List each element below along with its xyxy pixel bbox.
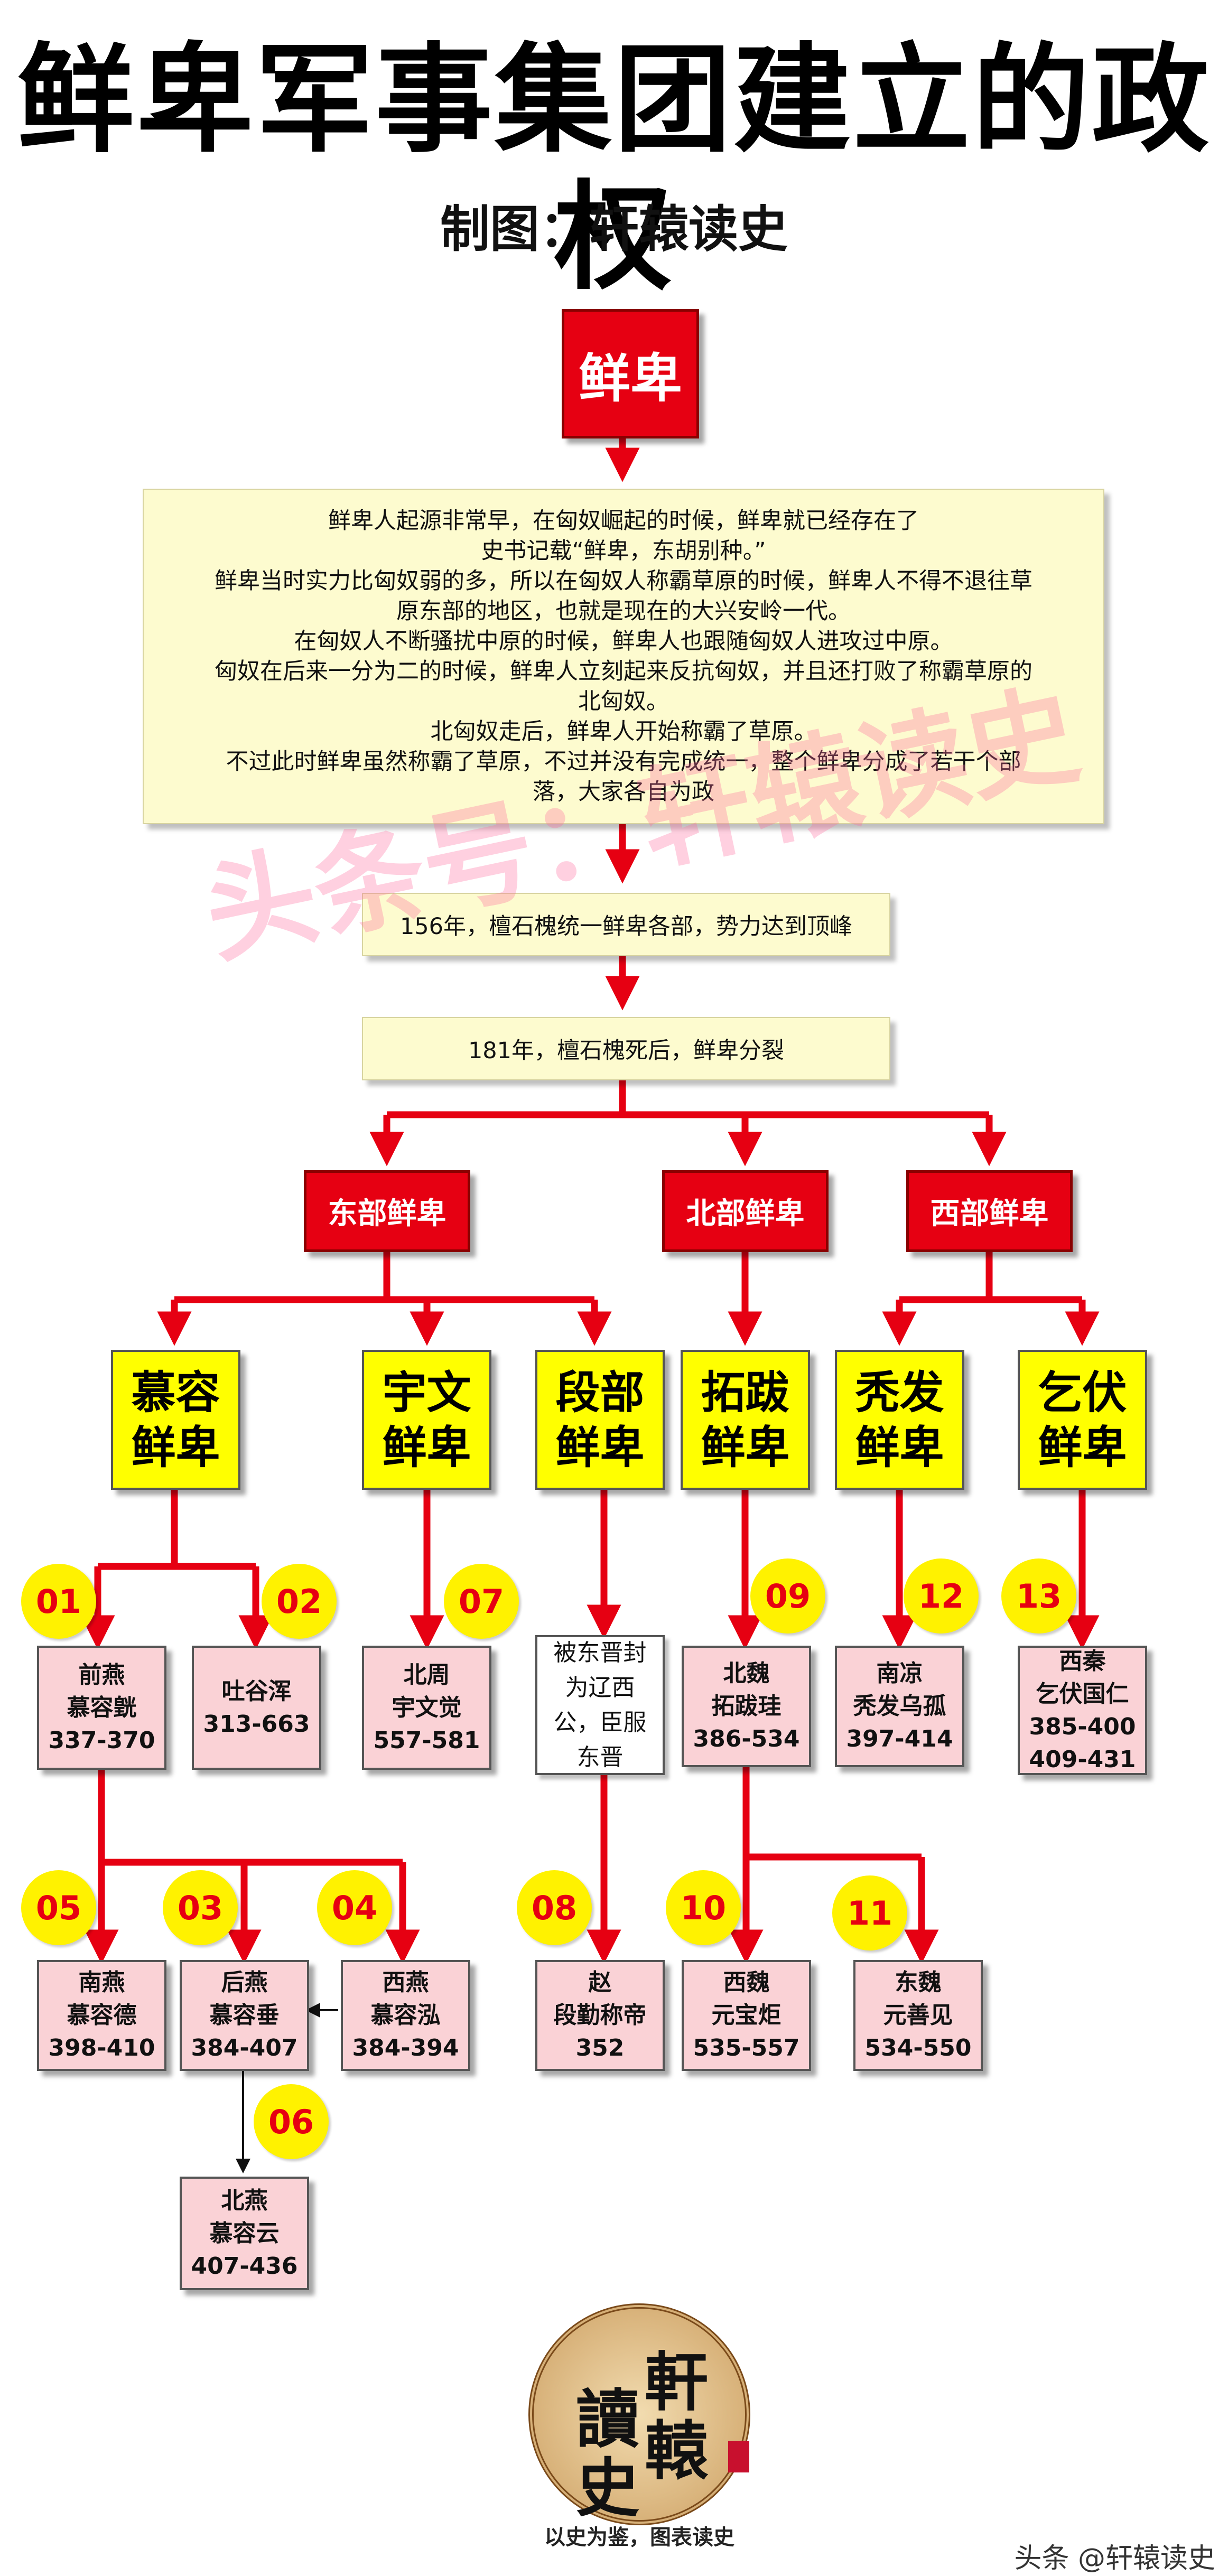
event-split: 181年，檀石槐死后，鲜卑分裂 — [362, 1017, 890, 1080]
event-split-text: 181年，檀石槐死后，鲜卑分裂 — [468, 1038, 785, 1064]
seal-stamp-mark — [728, 2441, 749, 2472]
seal-char-4: 轅 — [645, 2414, 708, 2488]
event-unify: 156年，檀石槐统一鲜卑各部，势力达到顶峰 — [362, 893, 890, 956]
tribe-tuoba: 拓跋 鲜卑 — [681, 1350, 810, 1490]
tribe-tufa: 秃发 鲜卑 — [835, 1350, 964, 1490]
state-12: 南凉 秃发乌孤 397-414 — [835, 1646, 964, 1767]
tribe-qifu-label: 乞伏 鲜卑 — [1038, 1366, 1127, 1473]
seal-char-2: 軒 — [645, 2345, 708, 2420]
badge-07: 07 — [444, 1564, 519, 1639]
badge-01: 01 — [21, 1564, 96, 1639]
state-12-label: 南凉 秃发乌孤 397-414 — [846, 1660, 953, 1752]
tribe-duanbu: 段部 鲜卑 — [535, 1350, 665, 1490]
root-node: 鲜卑 — [562, 309, 699, 438]
tribe-duanbu-label: 段部 鲜卑 — [555, 1366, 645, 1473]
division-north-label: 北部鲜卑 — [686, 1197, 805, 1231]
badge-03: 03 — [163, 1870, 238, 1945]
tribe-tufa-label: 秃发 鲜卑 — [855, 1366, 944, 1473]
state-01: 前燕 慕容皝 337-370 — [37, 1646, 166, 1770]
badge-09: 09 — [750, 1558, 825, 1634]
state-04-label: 西燕 慕容泓 384-394 — [352, 1969, 459, 2061]
state-08-label: 赵 段勤称帝 352 — [553, 1969, 647, 2061]
division-west-label: 西部鲜卑 — [930, 1197, 1049, 1231]
seal-char-1: 讀 — [576, 2382, 639, 2457]
tribe-murong: 慕容 鲜卑 — [111, 1350, 240, 1490]
tribe-tuoba-label: 拓跋 鲜卑 — [701, 1366, 790, 1473]
page-title: 鲜卑军事集团建立的政权 — [17, 32, 1211, 306]
badge-08: 08 — [517, 1870, 592, 1945]
state-05-label: 南燕 慕容德 398-410 — [48, 1969, 155, 2061]
state-13-label: 西秦 乞伏国仁 385-400 409-431 — [1029, 1647, 1136, 1773]
division-west: 西部鲜卑 — [906, 1170, 1073, 1252]
division-east-label: 东部鲜卑 — [328, 1197, 446, 1231]
tribe-yuwen: 宇文 鲜卑 — [362, 1350, 491, 1490]
state-07: 北周 宇文觉 557-581 — [362, 1646, 491, 1770]
page-subtitle: 制图：轩辕读史 — [440, 201, 788, 258]
state-08: 赵 段勤称帝 352 — [535, 1960, 665, 2071]
state-02: 吐谷浑 313-663 — [192, 1646, 321, 1770]
division-east: 东部鲜卑 — [304, 1170, 470, 1252]
tribe-qifu: 乞伏 鲜卑 — [1018, 1350, 1147, 1490]
tribe-murong-label: 慕容 鲜卑 — [131, 1366, 220, 1473]
state-04: 西燕 慕容泓 384-394 — [341, 1960, 470, 2071]
badge-12: 12 — [904, 1558, 979, 1634]
state-13: 西秦 乞伏国仁 385-400 409-431 — [1018, 1646, 1147, 1775]
state-05: 南燕 慕容德 398-410 — [37, 1960, 166, 2071]
state-02-label: 吐谷浑 313-663 — [203, 1677, 310, 1738]
description-text: 鲜卑人起源非常早，在匈奴崛起的时候，鲜卑就已经存在了 史书记载“鲜卑，东胡别种。… — [215, 507, 1032, 805]
root-label: 鲜卑 — [578, 348, 682, 409]
state-09-label: 北魏 拓跋珪 386-534 — [693, 1660, 800, 1752]
motto-text: 以史为鉴，图表读史 — [544, 2525, 734, 2550]
state-03-label: 后燕 慕容垂 384-407 — [191, 1969, 298, 2061]
division-north: 北部鲜卑 — [662, 1170, 829, 1252]
credit-text: 头条 @轩辕读史 — [1014, 2543, 1215, 2574]
state-11-label: 东魏 元善见 534-550 — [864, 1969, 972, 2061]
event-unify-text: 156年，檀石槐统一鲜卑各部，势力达到顶峰 — [399, 913, 853, 940]
badge-02: 02 — [262, 1564, 337, 1639]
badge-10: 10 — [666, 1870, 741, 1945]
seal-logo: 讀 軒 史 轅 — [528, 2303, 750, 2525]
state-09: 北魏 拓跋珪 386-534 — [682, 1646, 811, 1767]
state-10: 西魏 元宝炬 535-557 — [682, 1960, 811, 2071]
badge-13: 13 — [1001, 1558, 1076, 1634]
state-06: 北燕 慕容云 407-436 — [180, 2177, 309, 2290]
state-01-label: 前燕 慕容皝 337-370 — [48, 1661, 155, 1754]
state-07-label: 北周 宇文觉 557-581 — [373, 1661, 480, 1754]
badge-06: 06 — [254, 2084, 329, 2159]
state-11: 东魏 元善见 534-550 — [853, 1960, 983, 2071]
badge-05: 05 — [21, 1870, 96, 1945]
duanbu-note: 被东晋封 为辽西 公，臣服 东晋 — [535, 1635, 665, 1775]
state-06-label: 北燕 慕容云 407-436 — [191, 2187, 298, 2280]
state-03: 后燕 慕容垂 384-407 — [180, 1960, 309, 2071]
state-10-label: 西魏 元宝炬 535-557 — [693, 1969, 800, 2061]
seal-char-3: 史 — [576, 2451, 639, 2525]
description-box: 鲜卑人起源非常早，在匈奴崛起的时候，鲜卑就已经存在了 史书记载“鲜卑，东胡别种。… — [143, 489, 1104, 824]
badge-04: 04 — [317, 1870, 392, 1945]
badge-11: 11 — [832, 1875, 907, 1950]
duanbu-note-text: 被东晋封 为辽西 公，臣服 东晋 — [553, 1639, 647, 1771]
tribe-yuwen-label: 宇文 鲜卑 — [382, 1366, 471, 1473]
